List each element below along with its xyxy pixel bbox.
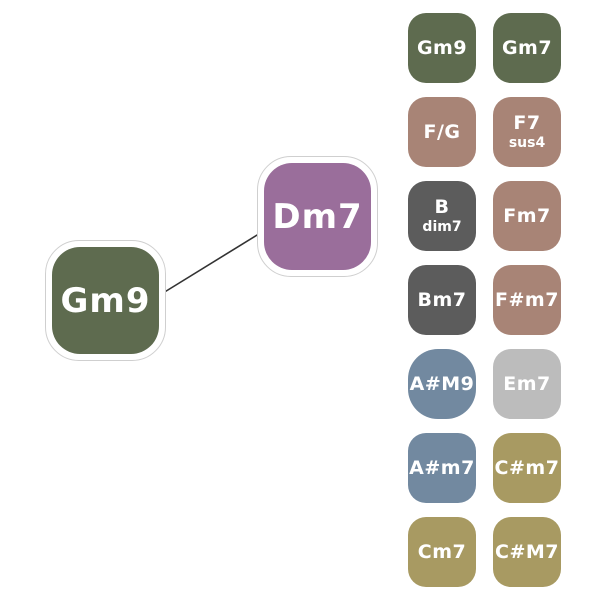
chord-node-gm9[interactable]: Gm9 [45,240,166,361]
chord-node-label: Gm9 [60,280,151,321]
palette-chord-fm7[interactable]: Fm7 [493,181,561,251]
chord-label: C#M7 [495,540,559,563]
palette-chord-bm7[interactable]: Bm7 [408,265,476,335]
chord-palette: Gm9 Gm7 F/G F7 sus4 B dim7 Fm7 Bm7 F#m7 … [408,13,568,587]
chord-label: F7 [513,112,541,134]
chord-label: F#m7 [495,288,559,311]
chord-label: Gm7 [501,36,553,59]
chord-label: B [434,196,450,218]
chord-label: F/G [423,120,461,143]
chord-node-label: Dm7 [272,196,363,237]
palette-chord-bdim7[interactable]: B dim7 [408,181,476,251]
chord-sublabel: dim7 [422,219,462,235]
palette-chord-gm9[interactable]: Gm9 [408,13,476,83]
palette-chord-em7[interactable]: Em7 [493,349,561,419]
chord-node-gm9-body: Gm9 [52,247,159,354]
palette-chord-f7sus4[interactable]: F7 sus4 [493,97,561,167]
edge-gm9-dm7 [162,231,263,294]
palette-chord-f-over-g[interactable]: F/G [408,97,476,167]
chord-label: A#m7 [409,456,475,479]
palette-chord-fsharp-m7[interactable]: F#m7 [493,265,561,335]
chord-label: A#M9 [409,372,475,395]
chord-label: Fm7 [503,204,551,227]
chord-label: Em7 [503,372,551,395]
chord-label: Bm7 [417,288,467,311]
palette-chord-asharp-maj9[interactable]: A#M9 [408,349,476,419]
chord-node-dm7-body: Dm7 [264,163,371,270]
chord-label: Cm7 [417,540,467,563]
palette-chord-cm7[interactable]: Cm7 [408,517,476,587]
chord-label: Gm9 [416,36,468,59]
palette-chord-asharp-m7[interactable]: A#m7 [408,433,476,503]
palette-chord-gm7[interactable]: Gm7 [493,13,561,83]
chord-node-dm7[interactable]: Dm7 [257,156,378,277]
palette-chord-csharp-m7[interactable]: C#m7 [493,433,561,503]
palette-chord-csharp-maj7[interactable]: C#M7 [493,517,561,587]
chord-label: C#m7 [494,456,560,479]
chord-sublabel: sus4 [508,135,546,151]
